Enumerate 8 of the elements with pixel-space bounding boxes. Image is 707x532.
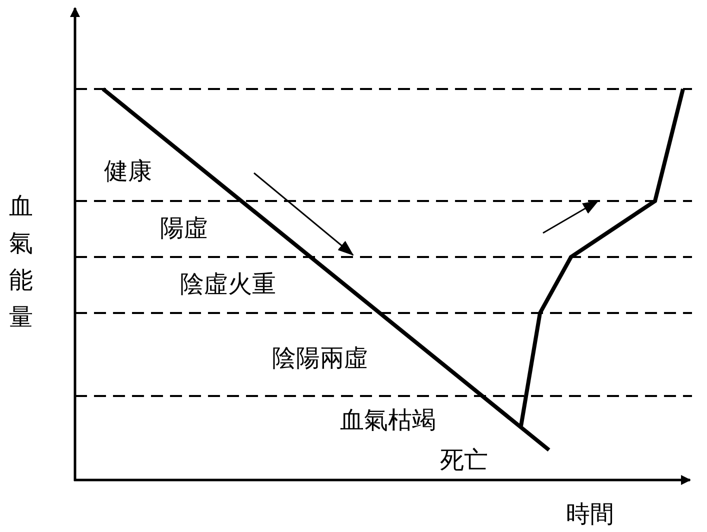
zone-label: 血氣枯竭 <box>340 406 436 434</box>
zone-label: 健康 <box>104 157 152 185</box>
axis-label: 時間 <box>566 500 614 528</box>
zone-label: 死亡 <box>440 446 488 474</box>
zone-label: 陽虛 <box>160 214 208 242</box>
zone-label: 陰虛火重 <box>180 270 276 298</box>
axis-label: 血氣能量 <box>8 191 34 333</box>
zone-label: 陰陽兩虛 <box>272 344 368 372</box>
